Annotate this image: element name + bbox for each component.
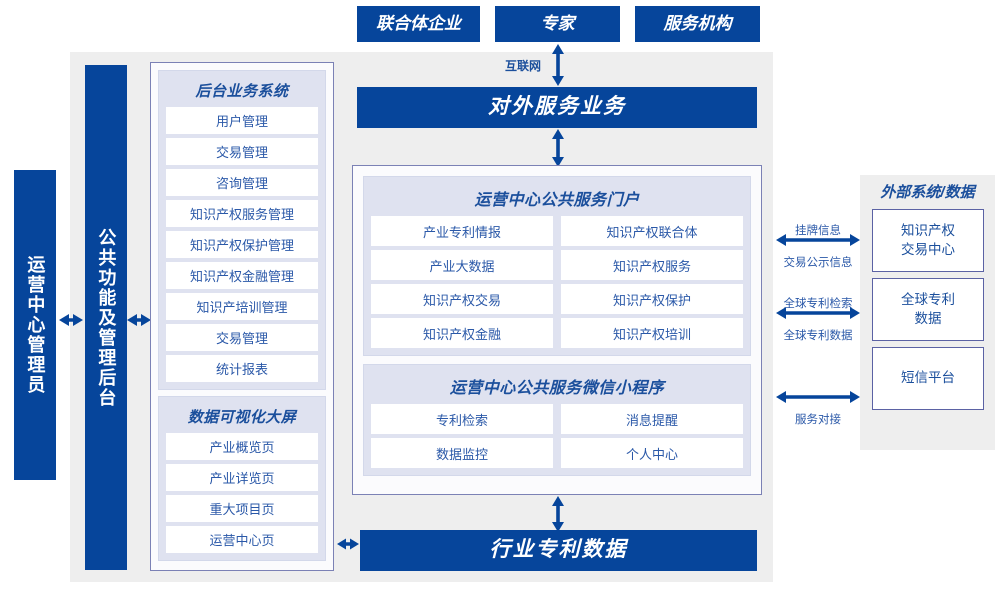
external-card-sms-platform[interactable]: 短信平台	[872, 347, 984, 410]
backoffice-item[interactable]: 知识产权服务管理	[166, 200, 318, 227]
dataviz-item[interactable]: 运营中心页	[166, 526, 318, 553]
top-actor-box-2[interactable]: 服务机构	[635, 6, 760, 42]
backoffice-title: 后台业务系统	[195, 83, 289, 100]
bottom-data-bar-label: 行业专利数据	[489, 538, 628, 562]
external-systems-title: 外部系统/数据	[880, 184, 975, 201]
backoffice-item[interactable]: 咨询管理	[166, 169, 318, 196]
admin-backoffice-arrow	[126, 310, 152, 330]
backoffice-panel: 后台业务系统 用户管理 交易管理 咨询管理 知识产权服务管理 知识产权保护管理 …	[150, 62, 334, 571]
service-to-portal-arrow	[548, 128, 568, 168]
miniprogram-item[interactable]: 个人中心	[561, 438, 743, 468]
portal-item[interactable]: 知识产权联合体	[561, 216, 743, 246]
internet-arrow	[548, 42, 568, 88]
portal-item[interactable]: 产业大数据	[371, 250, 553, 280]
portal-title: 运营中心公共服务门户	[474, 192, 640, 209]
dataviz-group: 数据可视化大屏 产业概览页 产业详览页 重大项目页 运营中心页	[158, 396, 326, 561]
top-actor-label: 联合体企业	[376, 14, 461, 34]
external-card-line1: 知识产权	[901, 222, 955, 238]
miniprogram-grid: 专利检索 消息提醒 数据监控 个人中心	[371, 404, 743, 468]
external-connector-label-below-1: 全球专利数据	[783, 330, 853, 342]
backoffice-item[interactable]: 交易管理	[166, 324, 318, 351]
portal-item[interactable]: 知识产权服务	[561, 250, 743, 280]
external-card-ip-exchange[interactable]: 知识产权 交易中心	[872, 209, 984, 272]
miniprogram-item[interactable]: 数据监控	[371, 438, 553, 468]
external-service-bar-label: 对外服务业务	[488, 95, 626, 119]
backoffice-item[interactable]: 知识产培训管理	[166, 293, 318, 320]
left-bar-operator[interactable]: 运营中心管理员	[14, 170, 56, 480]
dataviz-title: 数据可视化大屏	[187, 409, 297, 426]
dataviz-item[interactable]: 产业概览页	[166, 433, 318, 460]
portal-item[interactable]: 知识产权金融	[371, 318, 553, 348]
backoffice-item[interactable]: 知识产权金融管理	[166, 262, 318, 289]
backoffice-item[interactable]: 用户管理	[166, 107, 318, 134]
left-bar-common-admin-label: 公共功能及管理后台	[96, 227, 117, 408]
external-connector-label-below-0: 交易公示信息	[783, 257, 853, 269]
external-service-bar[interactable]: 对外服务业务	[357, 87, 757, 128]
external-connector-label-above-1: 全球专利检索	[783, 298, 853, 310]
operator-admin-arrow	[58, 310, 84, 330]
portal-item[interactable]: 知识产权保护	[561, 284, 743, 314]
panel-data-arrow	[336, 534, 360, 554]
portal-group: 运营中心公共服务门户 产业专利情报 知识产权联合体 产业大数据 知识产权服务 知…	[363, 176, 751, 356]
portal-item[interactable]: 知识产权交易	[371, 284, 553, 314]
top-actor-label: 专家	[540, 14, 575, 34]
external-card-line1: 全球专利	[901, 291, 955, 307]
external-card-line2: 交易中心	[901, 241, 955, 257]
top-actor-box-0[interactable]: 联合体企业	[357, 6, 480, 42]
external-connector-label-below-2: 服务对接	[795, 414, 841, 426]
dataviz-item[interactable]: 重大项目页	[166, 495, 318, 522]
external-connector-arrow-1	[775, 303, 861, 323]
left-bar-common-admin[interactable]: 公共功能及管理后台	[85, 65, 127, 570]
external-card-global-patent[interactable]: 全球专利 数据	[872, 278, 984, 341]
portal-to-data-arrow	[548, 495, 568, 533]
miniprogram-title: 运营中心公共服务微信小程序	[449, 380, 665, 397]
miniprogram-item[interactable]: 专利检索	[371, 404, 553, 434]
center-services-panel: 运营中心公共服务门户 产业专利情报 知识产权联合体 产业大数据 知识产权服务 知…	[352, 165, 762, 495]
top-actor-box-1[interactable]: 专家	[495, 6, 620, 42]
external-card-line2: 数据	[914, 310, 942, 326]
external-connector-label-above-0: 挂牌信息	[795, 225, 841, 237]
backoffice-group: 后台业务系统 用户管理 交易管理 咨询管理 知识产权服务管理 知识产权保护管理 …	[158, 70, 326, 390]
portal-item[interactable]: 知识产权培训	[561, 318, 743, 348]
portal-grid: 产业专利情报 知识产权联合体 产业大数据 知识产权服务 知识产权交易 知识产权保…	[371, 216, 743, 348]
backoffice-item[interactable]: 交易管理	[166, 138, 318, 165]
backoffice-item[interactable]: 知识产权保护管理	[166, 231, 318, 258]
bottom-data-bar[interactable]: 行业专利数据	[360, 530, 757, 571]
top-actor-label: 服务机构	[663, 14, 732, 34]
external-connector-arrow-0	[775, 230, 861, 250]
external-connector-arrow-2	[775, 387, 861, 407]
dataviz-item[interactable]: 产业详览页	[166, 464, 318, 491]
miniprogram-item[interactable]: 消息提醒	[561, 404, 743, 434]
portal-item[interactable]: 产业专利情报	[371, 216, 553, 246]
external-card-line1: 短信平台	[901, 370, 955, 386]
left-bar-operator-label: 运营中心管理员	[25, 255, 46, 395]
backoffice-item[interactable]: 统计报表	[166, 355, 318, 382]
internet-label: 互联网	[504, 59, 541, 73]
miniprogram-group: 运营中心公共服务微信小程序 专利检索 消息提醒 数据监控 个人中心	[363, 364, 751, 476]
